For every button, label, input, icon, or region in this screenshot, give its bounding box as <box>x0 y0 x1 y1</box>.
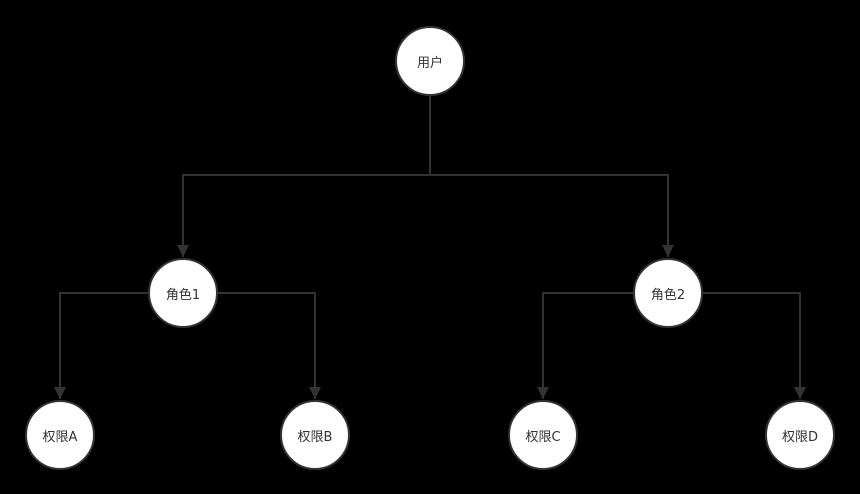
diagram-node-user[interactable]: 用户 <box>395 26 465 96</box>
edge-user-to-role2 <box>429 96 674 257</box>
node-label: 用户 <box>416 55 443 71</box>
node-label: 角色2 <box>650 287 686 303</box>
diagram-node-role2[interactable]: 角色2 <box>633 258 703 328</box>
edge-role1-to-perm-a <box>54 292 148 399</box>
node-label: 权限C <box>525 429 561 445</box>
diagram-node-perm-a[interactable]: 权限A <box>25 400 95 470</box>
node-label: 权限D <box>781 429 818 445</box>
edge-role2-to-perm-c <box>537 292 633 399</box>
node-label: 权限B <box>297 429 333 445</box>
diagram-node-role1[interactable]: 角色1 <box>148 258 218 328</box>
diagram-node-perm-b[interactable]: 权限B <box>280 400 350 470</box>
edge-role1-to-perm-b <box>218 292 321 399</box>
node-label: 角色1 <box>165 287 201 303</box>
edge-role2-to-perm-d <box>703 292 806 399</box>
diagram-node-perm-c[interactable]: 权限C <box>508 400 578 470</box>
diagram-node-perm-d[interactable]: 权限D <box>765 400 835 470</box>
edge-user-to-role1 <box>177 96 431 257</box>
node-label: 权限A <box>42 429 78 445</box>
